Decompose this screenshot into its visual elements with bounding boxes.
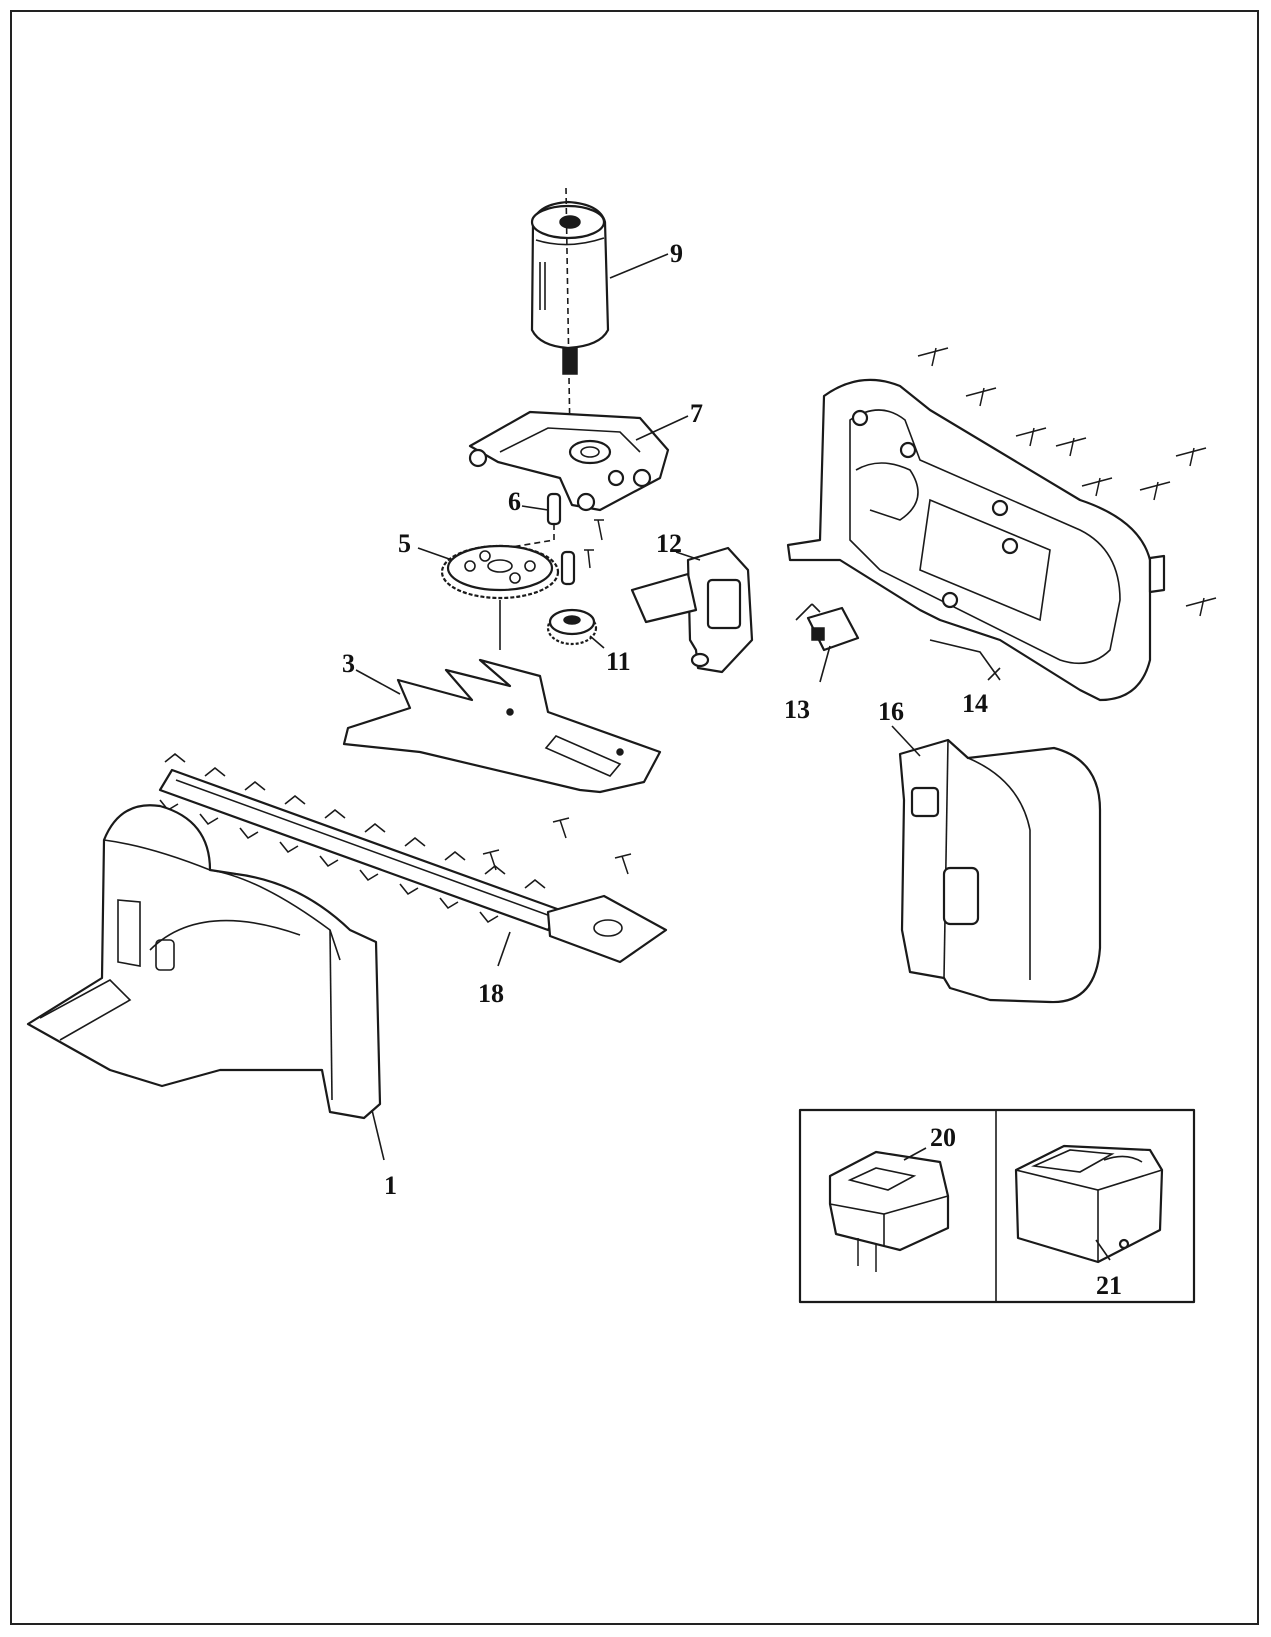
label-14: 14	[962, 689, 988, 718]
part-12-switch	[630, 546, 754, 674]
part-16-battery	[898, 738, 1102, 1004]
label-6: 6	[508, 487, 521, 516]
part-numbers: 9 7 6 5 3 11 12 13 14 16 18 1 20 21	[342, 239, 1122, 1300]
label-21: 21	[1096, 1271, 1122, 1300]
part-1-main-housing	[26, 804, 382, 1120]
label-12: 12	[656, 529, 682, 558]
part-11-pinion-gear	[546, 608, 598, 646]
page-border	[10, 10, 1259, 1625]
label-3: 3	[342, 649, 355, 678]
label-7: 7	[690, 399, 703, 428]
label-9: 9	[670, 239, 683, 268]
blade-screws	[482, 817, 632, 875]
part-18-hedge-blade	[158, 752, 668, 964]
label-11: 11	[606, 647, 631, 676]
part-9-motor	[530, 187, 610, 441]
small-screws	[584, 519, 604, 569]
part-14-housing-half	[786, 378, 1166, 702]
part-6-pin	[505, 492, 576, 586]
housing-screws	[917, 347, 1217, 617]
part-7-gear-housing	[468, 410, 670, 512]
label-18: 18	[478, 979, 504, 1008]
label-13: 13	[784, 695, 810, 724]
part-21-charging-station	[1014, 1144, 1164, 1264]
part-5-large-gear	[440, 544, 560, 650]
part-20-wall-charger	[828, 1150, 950, 1272]
label-1: 1	[384, 1171, 397, 1200]
label-16: 16	[878, 697, 904, 726]
part-13-terminal	[795, 603, 860, 652]
label-5: 5	[398, 529, 411, 558]
leader-lines	[355, 253, 1111, 1261]
part-3-shear-blade	[342, 658, 662, 794]
label-20: 20	[930, 1123, 956, 1152]
